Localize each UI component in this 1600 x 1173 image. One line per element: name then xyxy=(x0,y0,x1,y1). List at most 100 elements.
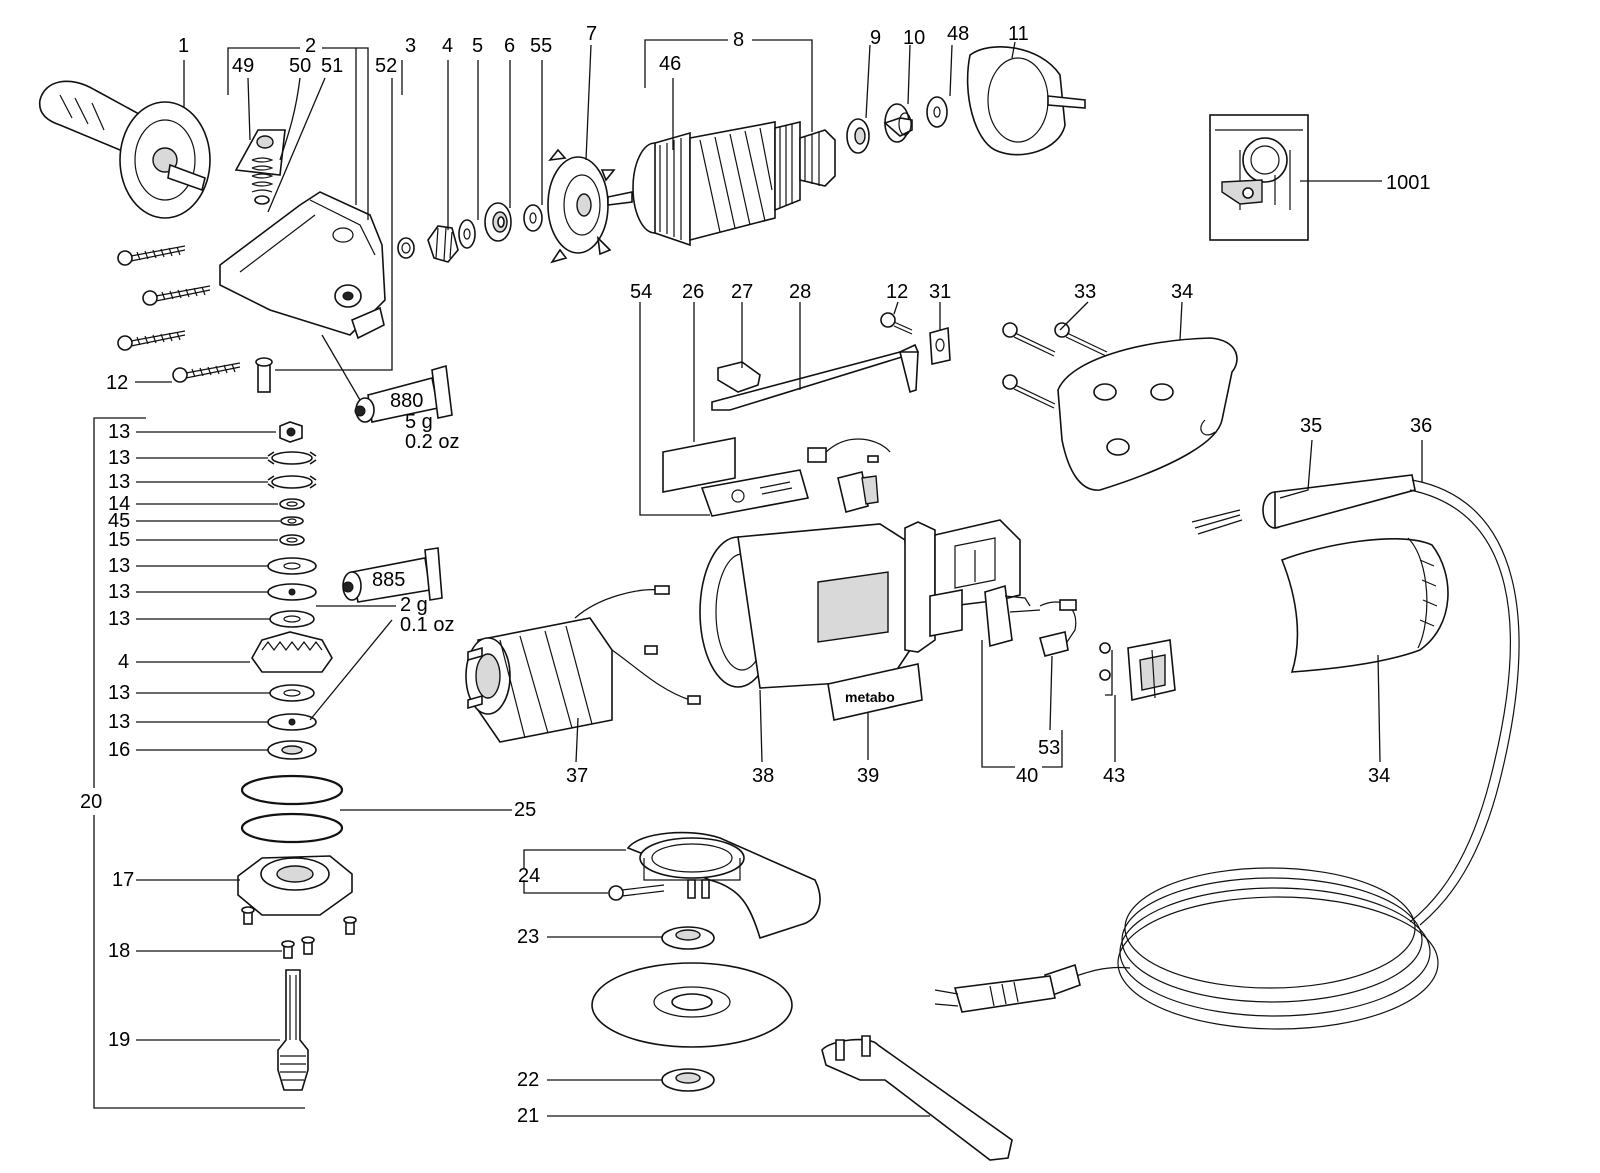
label-43: 43 xyxy=(1103,765,1125,787)
label-54: 54 xyxy=(630,281,652,303)
label-28: 28 xyxy=(789,281,811,303)
label-21: 21 xyxy=(517,1105,539,1127)
part-switch-rod-28 xyxy=(711,343,920,411)
label-12b: 12 xyxy=(886,281,908,303)
part-pin-spanner-21 xyxy=(821,1035,1013,1161)
stack-label-13b: 13 xyxy=(108,447,130,469)
label-38: 38 xyxy=(752,765,774,787)
label-20: 20 xyxy=(80,791,102,813)
part-washer-55 xyxy=(523,204,543,232)
stack-label-16: 16 xyxy=(108,739,130,761)
part-connector-small xyxy=(807,438,891,513)
part-nut-3 xyxy=(397,237,415,259)
label-24: 24 xyxy=(518,865,540,887)
label-34-right: 34 xyxy=(1368,765,1390,787)
part-nameplate-39: metabo xyxy=(827,663,923,721)
part-armature xyxy=(607,120,836,247)
label-46: 46 xyxy=(659,53,681,75)
label-53: 53 xyxy=(1038,737,1060,759)
label-25: 25 xyxy=(514,799,536,821)
part-screws-left xyxy=(117,245,241,383)
stack-label-13a: 13 xyxy=(108,421,130,443)
label-19: 19 xyxy=(108,1029,130,1051)
label-33: 33 xyxy=(1074,281,1096,303)
label-2: 2 xyxy=(305,35,316,57)
label-35: 35 xyxy=(1300,415,1322,437)
part-spring xyxy=(251,157,274,205)
part-bearing-plate-7 xyxy=(547,148,616,264)
label-37: 37 xyxy=(566,765,588,787)
part-handle-cover-34-top xyxy=(1057,337,1238,491)
part-motor-housing-38 xyxy=(699,519,1021,689)
part-handle-cover-34-right xyxy=(1280,537,1449,673)
stack-label-13g: 13 xyxy=(108,682,130,704)
label-18: 18 xyxy=(108,940,130,962)
stack-label-13d: 13 xyxy=(108,555,130,577)
label-27: 27 xyxy=(731,281,753,303)
grease-885-weight: 2 g xyxy=(400,594,428,616)
leader-lines xyxy=(93,39,1423,1117)
brand-label: metabo xyxy=(845,689,895,705)
label-26: 26 xyxy=(682,281,704,303)
stack-label-13f: 13 xyxy=(108,608,130,630)
part-switch-40 xyxy=(984,584,1077,648)
label-12a: 12 xyxy=(106,372,128,394)
label-8: 8 xyxy=(733,29,744,51)
label-9: 9 xyxy=(870,27,881,49)
label-50: 50 xyxy=(289,55,311,77)
label-6: 6 xyxy=(504,35,515,57)
label-51: 51 xyxy=(321,55,343,77)
label-31: 31 xyxy=(929,281,951,303)
label-34-top: 34 xyxy=(1171,281,1193,303)
label-36: 36 xyxy=(1410,415,1432,437)
label-55: 55 xyxy=(530,35,552,57)
callout-labels: 1 2 3 4 5 6 55 7 8 9 10 48 11 46 49 50 5… xyxy=(80,23,1432,1127)
part-washer-5 xyxy=(458,219,476,249)
detail-inset-1001: 1001 xyxy=(1209,114,1431,241)
part-power-cable xyxy=(934,474,1520,1030)
stack-label-15: 15 xyxy=(108,529,130,551)
part-fan-guide-11 xyxy=(966,46,1086,156)
part-stator-37 xyxy=(465,585,701,743)
stack-gear-parts xyxy=(237,421,357,1091)
part-terminal-43 xyxy=(1099,639,1176,701)
part-washer-48 xyxy=(926,96,948,128)
label-22: 22 xyxy=(517,1069,539,1091)
stack-label-45: 45 xyxy=(108,510,130,532)
grease-tube-885: 885 xyxy=(342,547,443,603)
label-4: 4 xyxy=(442,35,453,57)
part-gear-housing xyxy=(219,191,386,340)
part-support-flange-23 xyxy=(661,926,715,950)
label-1: 1 xyxy=(178,35,189,57)
label-5: 5 xyxy=(472,35,483,57)
grease-tube-880: 880 xyxy=(354,364,453,423)
stack-label-13e: 13 xyxy=(108,581,130,603)
part-screws-33 xyxy=(1002,322,1108,409)
label-7: 7 xyxy=(586,23,597,45)
label-52: 52 xyxy=(375,55,397,77)
part-switch-54 xyxy=(700,469,810,517)
part-bearing-9 xyxy=(846,118,870,154)
stack-label-13h: 13 xyxy=(108,711,130,733)
grease-tube-880-code: 880 xyxy=(390,390,423,412)
grease-tube-885-code: 885 xyxy=(372,569,405,591)
part-side-handle xyxy=(38,80,211,219)
label-3: 3 xyxy=(405,35,416,57)
grease-880-weight-oz: 0.2 oz xyxy=(405,431,459,453)
stack-label-4: 4 xyxy=(118,651,129,673)
part-sleeve-10 xyxy=(883,103,913,143)
part-clamping-nut-22 xyxy=(661,1068,715,1092)
label-11: 11 xyxy=(1008,23,1029,45)
part-bevel-gear-4 xyxy=(427,225,459,263)
label-17: 17 xyxy=(112,869,134,891)
part-brush-53 xyxy=(1039,631,1069,657)
stack-label-13c: 13 xyxy=(108,471,130,493)
label-49: 49 xyxy=(232,55,254,77)
part-label-26 xyxy=(662,437,736,493)
part-bearing-6 xyxy=(484,202,512,242)
label-40: 40 xyxy=(1016,765,1038,787)
part-switch-button-27 xyxy=(717,361,761,393)
part-grinding-disc xyxy=(591,962,793,1048)
